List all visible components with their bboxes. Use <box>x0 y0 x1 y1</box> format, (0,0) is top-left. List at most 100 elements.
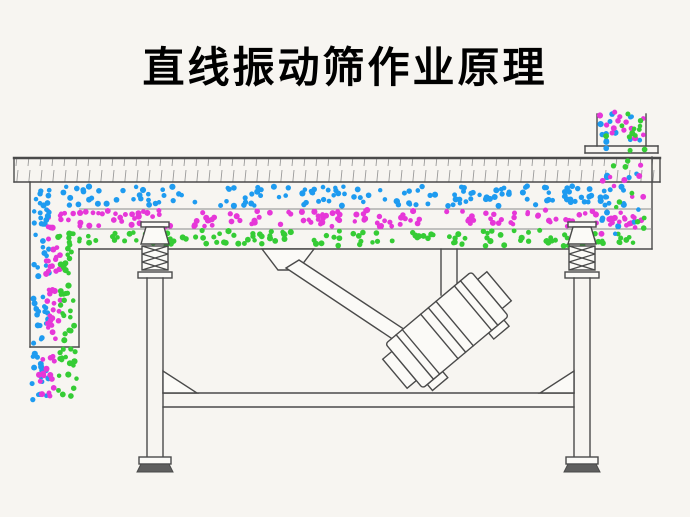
particle-green <box>545 239 552 246</box>
particle-blue <box>94 200 101 207</box>
particle-green <box>66 239 72 245</box>
particle-green <box>183 236 189 242</box>
page-title: 直线振动筛作业原理 <box>142 44 548 91</box>
particle-blue <box>73 185 80 192</box>
particle-green <box>56 373 62 378</box>
particle-blue <box>46 187 52 193</box>
particle-magenta <box>43 258 50 264</box>
particle-green <box>560 243 567 249</box>
particle-magenta <box>86 222 93 229</box>
material-particles <box>29 109 648 403</box>
particle-blue <box>569 183 576 190</box>
particle-green <box>63 354 68 360</box>
particle-blue <box>581 199 588 205</box>
particle-blue <box>357 195 363 201</box>
particle-green <box>68 346 74 352</box>
particle-blue <box>44 207 49 213</box>
particle-magenta <box>318 221 323 227</box>
particle-magenta <box>410 208 416 214</box>
particle-green <box>489 228 495 234</box>
particle-magenta <box>200 210 206 216</box>
particle-blue <box>341 184 346 189</box>
right-ankle-plate <box>565 456 599 465</box>
particle-magenta <box>483 210 489 216</box>
particle-magenta <box>336 211 343 218</box>
particle-green <box>61 337 68 344</box>
particle-green <box>336 235 343 242</box>
particle-green <box>318 240 325 247</box>
particle-magenta <box>43 365 50 372</box>
particle-green <box>134 238 139 243</box>
particle-blue <box>34 311 40 318</box>
particle-magenta <box>237 217 243 224</box>
particle-blue <box>468 196 474 202</box>
particle-blue <box>493 187 500 194</box>
particle-blue <box>574 185 581 192</box>
particle-green <box>640 225 647 231</box>
particle-magenta <box>460 208 465 214</box>
particle-magenta <box>498 217 504 223</box>
particle-magenta <box>607 174 613 180</box>
particle-green <box>93 238 99 243</box>
particle-blue <box>461 188 466 194</box>
particle-blue <box>38 215 44 221</box>
particle-magenta <box>525 209 531 215</box>
particle-blue <box>519 189 526 196</box>
particle-magenta <box>611 183 617 189</box>
particle-magenta <box>50 385 57 391</box>
particle-blue <box>607 187 613 193</box>
particle-green <box>235 240 242 247</box>
particle-blue <box>393 198 400 205</box>
particle-blue <box>309 189 315 196</box>
particle-green <box>355 233 362 239</box>
particle-magenta <box>96 223 102 229</box>
particle-blue <box>615 223 622 230</box>
particle-green <box>501 242 508 249</box>
particle-green <box>548 235 554 241</box>
particle-green <box>526 229 531 235</box>
particle-green <box>56 387 61 393</box>
particle-blue <box>40 244 46 250</box>
particle-blue <box>457 201 463 206</box>
particle-green <box>336 228 342 234</box>
particle-magenta <box>315 213 321 219</box>
particle-green <box>335 242 341 249</box>
base-cross-beam <box>162 369 575 408</box>
particle-magenta <box>632 225 638 230</box>
particle-magenta <box>640 193 647 200</box>
particle-magenta <box>553 216 559 222</box>
particle-magenta <box>251 217 258 224</box>
particle-green <box>564 235 570 241</box>
particle-green <box>65 252 70 257</box>
particle-magenta <box>563 216 569 223</box>
particle-green <box>603 133 610 140</box>
particle-magenta <box>631 215 637 220</box>
particle-blue <box>524 196 530 202</box>
particle-blue <box>39 238 46 244</box>
particle-blue <box>258 187 264 193</box>
particle-blue <box>532 202 539 208</box>
particle-magenta <box>615 118 621 124</box>
particle-magenta <box>228 218 235 225</box>
deck-top-beam <box>14 158 660 182</box>
particle-green <box>57 233 63 239</box>
right-gusset <box>537 369 575 394</box>
particle-magenta <box>301 217 307 223</box>
particle-blue <box>179 192 184 198</box>
particle-magenta <box>104 207 111 214</box>
particle-green <box>170 238 177 244</box>
particle-blue <box>31 261 37 268</box>
particle-magenta <box>45 320 51 327</box>
particle-green <box>70 385 77 391</box>
particle-blue <box>85 183 93 190</box>
particle-blue <box>230 202 237 209</box>
particle-blue <box>452 196 459 203</box>
particle-blue <box>602 202 608 208</box>
right-foot <box>563 463 601 473</box>
particle-green <box>268 229 274 235</box>
particle-blue <box>31 340 37 346</box>
particle-blue <box>599 215 606 222</box>
particle-green <box>199 227 205 234</box>
particle-blue <box>145 191 151 197</box>
particle-magenta <box>191 223 197 229</box>
